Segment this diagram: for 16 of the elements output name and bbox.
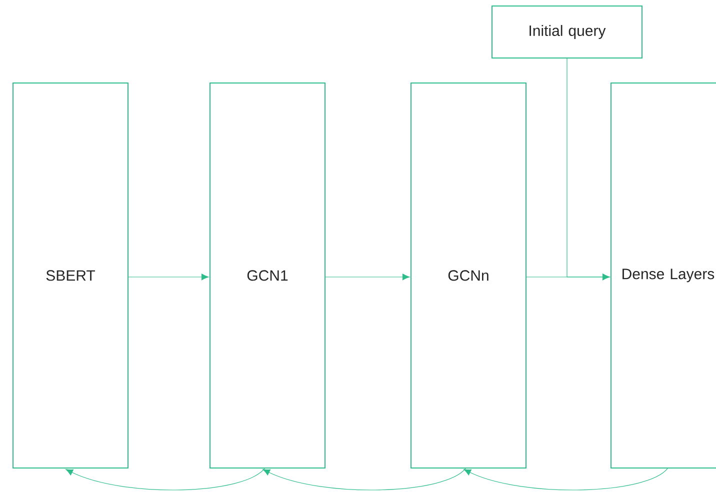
arrow	[66, 468, 266, 490]
block-box	[610, 82, 716, 468]
arrow	[262, 468, 466, 490]
block-box	[210, 82, 326, 468]
arrow	[325, 274, 410, 280]
block-label: GCNn	[448, 270, 488, 281]
block-box	[492, 6, 642, 58]
arrow	[464, 468, 668, 490]
block-label: SBERT	[46, 270, 96, 281]
block-label: Initial query	[530, 25, 606, 39]
block-label: GCN1	[247, 270, 288, 281]
arrow	[566, 58, 610, 280]
block-box	[12, 82, 128, 468]
block-box	[410, 82, 526, 468]
arrow	[128, 274, 209, 280]
block-label: Dense Layers	[622, 268, 714, 282]
